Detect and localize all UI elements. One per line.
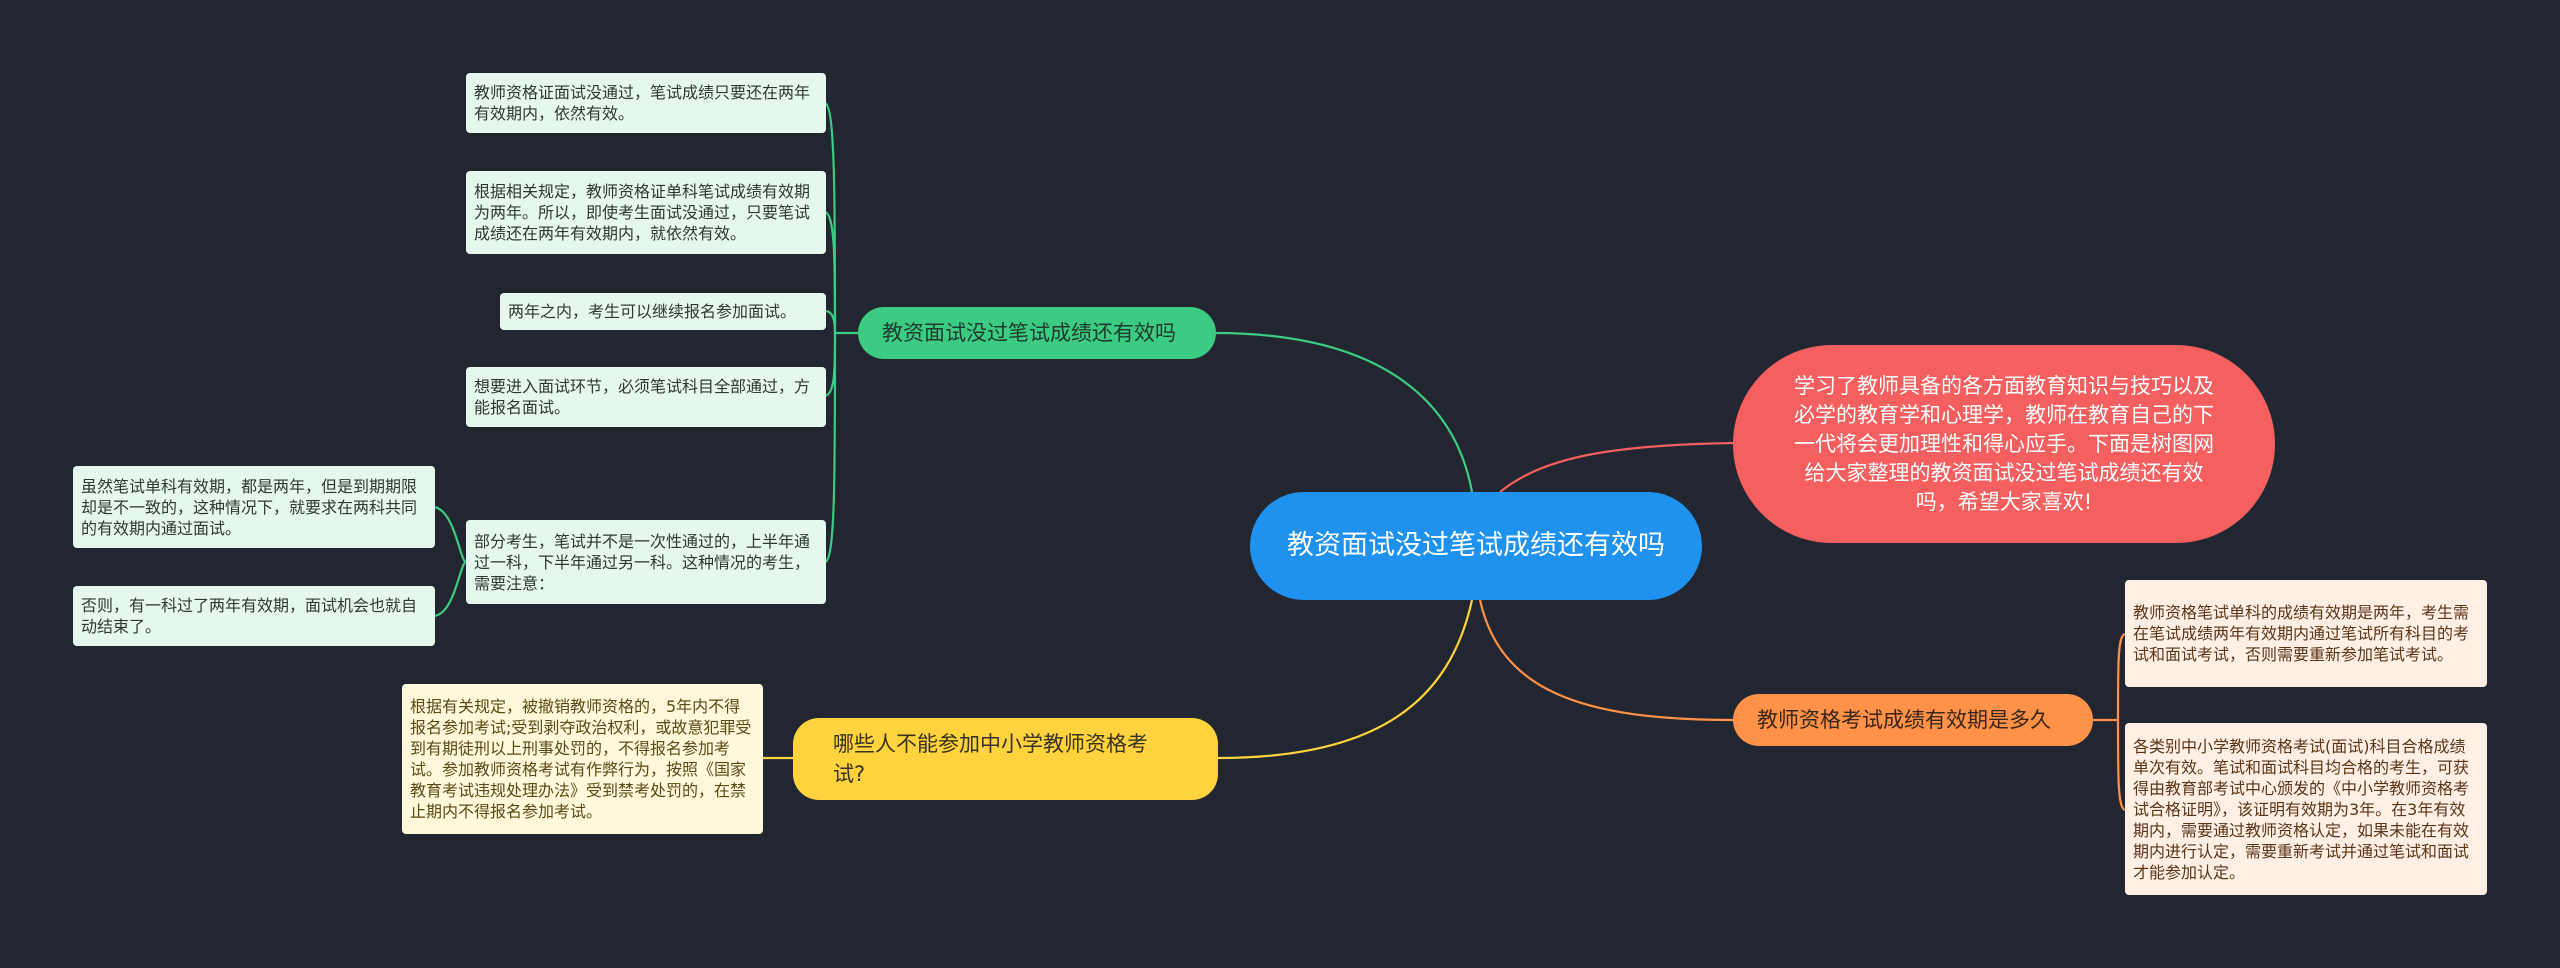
orange-leaf-2[interactable]: 各类别中小学教师资格考试(面试)科目合格成绩单次有效。笔试和面试科目均合格的考生… — [2125, 723, 2487, 895]
intro-node[interactable]: 学习了教师具备的各方面教育知识与技巧以及必学的教育学和心理学，教师在教育自己的下… — [1733, 345, 2275, 543]
yellow-leaf[interactable]: 根据有关规定，被撤销教师资格的，5年内不得报名参加考试;受到剥夺政治权利，或故意… — [402, 684, 763, 834]
connector-center-red — [1499, 441, 1736, 493]
green-sub-leaf-2[interactable]: 否则，有一科过了两年有效期，面试机会也就自动结束了。 — [73, 586, 435, 646]
connector-green-leaf-5 — [824, 332, 837, 564]
intro-text: 学习了教师具备的各方面教育知识与技巧以及必学的教育学和心理学，教师在教育自己的下… — [1794, 373, 2214, 514]
branch-orange-label: 教师资格考试成绩有效期是多久 — [1757, 708, 2051, 732]
connector-green-sub-1 — [433, 505, 468, 564]
green-leaf-4[interactable]: 想要进入面试环节，必须笔试科目全部通过，方能报名面试。 — [466, 367, 826, 427]
green-leaf-1[interactable]: 教师资格证面试没通过，笔试成绩只要还在两年有效期内，依然有效。 — [466, 73, 826, 133]
connector-green-leaf-2 — [824, 210, 837, 334]
branch-green[interactable]: 教资面试没过笔试成绩还有效吗 — [858, 307, 1216, 359]
connector-green-leaf-3 — [824, 309, 837, 334]
branch-green-label: 教资面试没过笔试成绩还有效吗 — [882, 321, 1176, 345]
connector-center-green — [1214, 331, 1474, 493]
branch-orange[interactable]: 教师资格考试成绩有效期是多久 — [1733, 694, 2093, 746]
branch-yellow[interactable]: 哪些人不能参加中小学教师资格考试? — [793, 718, 1218, 800]
orange-leaf-1[interactable]: 教师资格笔试单科的成绩有效期是两年，考生需在笔试成绩两年有效期内通过笔试所有科目… — [2125, 580, 2487, 687]
green-sub-leaf-1[interactable]: 虽然笔试单科有效期，都是两年，但是到期期限却是不一致的，这种情况下，就要求在两科… — [73, 466, 435, 548]
connector-green-sub-2 — [433, 560, 468, 618]
green-leaf-3[interactable]: 两年之内，考生可以继续报名参加面试。 — [500, 293, 826, 330]
connector-orange-leaf-1 — [2116, 632, 2126, 721]
connector-green-leaf-4 — [824, 332, 837, 398]
branch-yellow-label: 哪些人不能参加中小学教师资格考试? — [833, 732, 1148, 786]
green-leaf-2[interactable]: 根据相关规定，教师资格证单科笔试成绩有效期为两年。所以，即使考生面试没通过，只要… — [466, 171, 826, 254]
green-leaf-5[interactable]: 部分考生，笔试并不是一次性通过的，上半年通过一科，下半年通过另一科。这种情况的考… — [466, 520, 826, 604]
connector-orange-leaf-2 — [2116, 719, 2126, 812]
central-topic[interactable]: 教资面试没过笔试成绩还有效吗 — [1250, 492, 1702, 600]
connector-center-yellow — [1217, 599, 1474, 760]
connector-center-orange — [1478, 599, 1734, 722]
central-topic-label: 教资面试没过笔试成绩还有效吗 — [1287, 530, 1665, 561]
